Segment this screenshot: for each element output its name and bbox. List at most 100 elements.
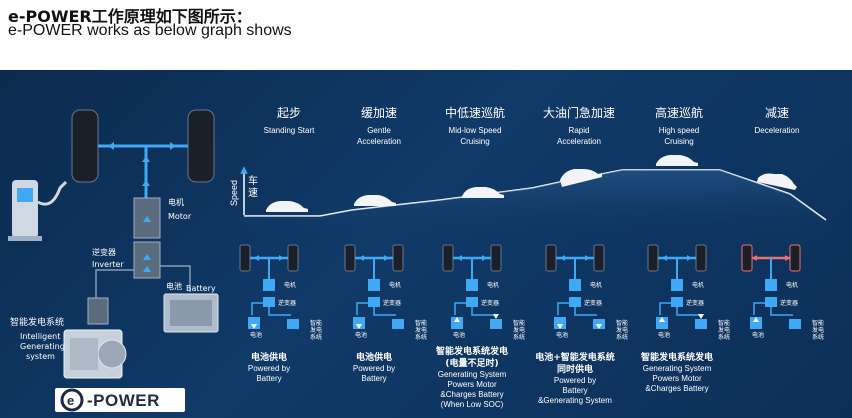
- caption-zh-2: 同时供电: [556, 365, 593, 375]
- mini-gen-label-2: 发电: [415, 327, 428, 334]
- caption-mid-low-cruising: 智能发电系统发电 (电量不足时) Generating System Power…: [417, 346, 527, 410]
- stage-title-en-2: Cruising: [664, 137, 694, 146]
- mini-gen-label-1: 智能: [616, 320, 629, 327]
- motor-label-en: Motor: [168, 212, 192, 221]
- caption-line: Battery: [361, 374, 387, 383]
- mini-motor-label: 电机: [389, 282, 402, 289]
- diagram-panel: 电机 Motor 逆变器 Inverter 电池 Battery 智能发电系统 …: [0, 70, 852, 418]
- stage-title-zh: 减速: [764, 106, 789, 120]
- stage-rapid-acceleration: 大油门急加速 Rapid Acceleration: [524, 106, 634, 147]
- caption-zh: 电池供电: [355, 353, 392, 363]
- e-power-logo: e -POWER: [55, 388, 185, 412]
- mini-inverter-label: 逆变器: [481, 300, 500, 307]
- caption-zh: 电池供电: [250, 353, 287, 363]
- page-title-en: e-POWER works as below graph shows: [8, 22, 292, 39]
- caption-zh: 电池+智能发电系统: [535, 353, 615, 363]
- mini-gen-label-2: 发电: [718, 327, 731, 334]
- stage-title-zh: 起步: [276, 106, 301, 120]
- mini-inverter-label: 逆变器: [383, 300, 402, 307]
- mini-battery-label: 电池: [453, 332, 466, 339]
- caption-line: Battery: [256, 374, 282, 383]
- generator-label-en-3: system: [26, 352, 55, 361]
- generator-label-en-2: Generating: [20, 342, 65, 351]
- wheel-axle-icon: [71, 109, 215, 198]
- stage-title-en: Rapid: [568, 126, 590, 135]
- speed-axis-label-en: Speed: [229, 179, 239, 206]
- mini-motor-label: 电机: [487, 282, 500, 289]
- caption-line: (When Low SOC): [440, 400, 504, 409]
- mini-gen-label-3: 系统: [310, 334, 323, 341]
- mini-inverter-label: 逆变器: [780, 300, 799, 307]
- mini-gen-label: 智能 发电 系统: [310, 320, 322, 341]
- caption-line: Powered by: [352, 364, 396, 373]
- stage-title-en: Deceleration: [754, 126, 800, 135]
- stage-title-zh: 缓加速: [360, 106, 397, 120]
- mini-battery-label: 电池: [355, 332, 368, 339]
- motor-label-zh: 电机: [168, 198, 184, 207]
- inverter-label-zh: 逆变器: [92, 248, 116, 257]
- mini-battery-label: 电池: [752, 332, 765, 339]
- caption-line: Battery: [562, 386, 588, 395]
- mini-gen-label-3: 系统: [415, 334, 428, 341]
- inverter-icon: [133, 241, 161, 279]
- mini-gen-label: 智能 发电 系统: [616, 320, 628, 341]
- stage-mid-low-cruising: 中低速巡航 Mid-low Speed Cruising: [420, 106, 530, 147]
- motor-icon: [133, 197, 161, 239]
- mini-gen-label-1: 智能: [415, 320, 428, 327]
- mini-gen-label-2: 发电: [812, 327, 825, 334]
- stage-title-en-2: Acceleration: [556, 137, 602, 146]
- diagram-graphics: [8, 109, 827, 379]
- mini-diagrams: [239, 244, 801, 329]
- stage-title-zh: 中低速巡航: [444, 106, 505, 120]
- generator-icon: [63, 297, 127, 379]
- speed-axis-label-zh: 车速: [248, 176, 258, 199]
- caption-zh: 智能发电系统发电: [435, 347, 508, 357]
- caption-line: Generating System: [642, 364, 712, 373]
- battery-label-zh: 电池: [166, 282, 182, 291]
- stage-title-en: Standing Start: [263, 126, 315, 135]
- caption-standing-start: 电池供电 Powered by Battery: [214, 352, 324, 384]
- stage-title-en-2: Acceleration: [356, 137, 402, 146]
- stage-standing-start: 起步 Standing Start: [234, 106, 344, 136]
- e-power-logo-mark-icon: e: [60, 388, 84, 412]
- mini-motor-label: 电机: [786, 282, 799, 289]
- mini-gen-label: 智能 发电 系统: [718, 320, 730, 341]
- mini-gen-label-1: 智能: [812, 320, 825, 327]
- stage-high-speed-cruising: 高速巡航 High speed Cruising: [624, 106, 734, 147]
- mini-motor-label: 电机: [590, 282, 603, 289]
- mini-motor-label: 电机: [692, 282, 705, 289]
- mini-gen-label: 智能 发电 系统: [415, 320, 427, 341]
- mini-gen-label-1: 智能: [513, 320, 526, 327]
- caption-rapid-acceleration: 电池+智能发电系统 同时供电 Powered by Battery &Gener…: [520, 352, 630, 406]
- mini-battery-label: 电池: [250, 332, 263, 339]
- caption-line: Powered by: [553, 376, 597, 385]
- mini-inverter-label: 逆变器: [584, 300, 603, 307]
- stage-title-en: Gentle: [367, 126, 391, 135]
- mini-inverter-label: 逆变器: [686, 300, 705, 307]
- caption-line: &Charges Battery: [440, 390, 504, 399]
- mini-gen-label: 智能 发电 系统: [812, 320, 824, 341]
- caption-line: Powers Motor: [652, 374, 702, 383]
- battery-icon: [163, 293, 219, 333]
- mini-gen-label-2: 发电: [310, 327, 323, 334]
- e-power-logo-mark-text: e: [67, 393, 74, 408]
- mini-gen-label-1: 智能: [718, 320, 731, 327]
- mini-gen-label-2: 发电: [616, 327, 629, 334]
- mini-gen-label-3: 系统: [812, 334, 825, 341]
- stage-deceleration: 减速 Deceleration: [722, 106, 832, 136]
- stage-title-en: High speed: [658, 126, 700, 135]
- caption-high-speed-cruising: 智能发电系统发电 Generating System Powers Motor …: [622, 352, 732, 394]
- caption-line: Generating System: [437, 370, 507, 379]
- mini-battery-label: 电池: [658, 332, 671, 339]
- mini-gen-label-2: 发电: [513, 327, 526, 334]
- mini-gen-label-1: 智能: [310, 320, 323, 327]
- stage-title-en-2: Cruising: [460, 137, 490, 146]
- charging-station-icon: [8, 180, 68, 241]
- caption-line: &Generating System: [538, 396, 612, 405]
- page-title-zh: e-POWER工作原理如下图所示：: [8, 7, 252, 26]
- stage-title-zh: 高速巡航: [654, 106, 703, 120]
- caption-gentle-acceleration: 电池供电 Powered by Battery: [319, 352, 429, 384]
- caption-zh-2: (电量不足时): [445, 359, 499, 369]
- mini-battery-label: 电池: [556, 332, 569, 339]
- caption-line: &Charges Battery: [645, 384, 709, 393]
